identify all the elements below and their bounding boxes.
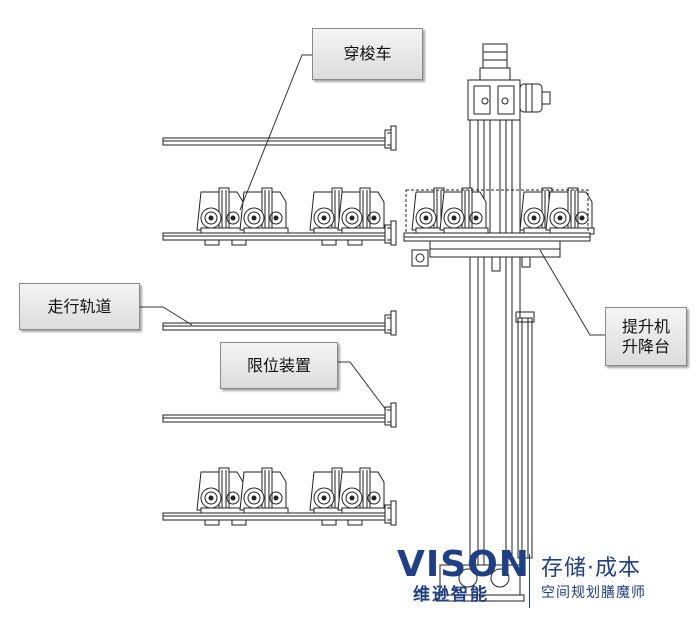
callout-limit-device-text: 限位装置: [246, 355, 311, 375]
callout-limit-device: 限位装置: [220, 342, 338, 389]
callout-track: 走行轨道: [19, 283, 140, 330]
callout-lift: 提升机 升降台: [605, 307, 687, 366]
callout-shuttle: 穿梭车: [312, 28, 423, 80]
rail-level-3: [162, 310, 397, 336]
callout-shuttle-text: 穿梭车: [343, 44, 392, 63]
brand-chinese-name: 维逊智能: [413, 585, 489, 605]
leader-lines: [139, 54, 605, 411]
rail-level-4: [162, 402, 397, 428]
rail-level-5: [162, 467, 397, 526]
brand-logo: VISON 维逊智能 存储·成本 空间规划膳魔师: [395, 544, 695, 618]
callout-lift-text-line1: 提升机: [621, 316, 670, 336]
callout-lift-text-line2: 升降台: [621, 336, 670, 356]
callout-track-text: 走行轨道: [47, 296, 112, 316]
rail-level-1: [162, 125, 397, 151]
brand-slogan-main: 存储·成本: [541, 556, 641, 581]
brand-wordmark: VISON: [397, 544, 530, 585]
lift-tower: [403, 43, 595, 602]
brand-slogan-sub: 空间规划膳魔师: [541, 585, 646, 601]
logo-divider: [529, 554, 530, 608]
rail-level-2: [162, 187, 397, 246]
